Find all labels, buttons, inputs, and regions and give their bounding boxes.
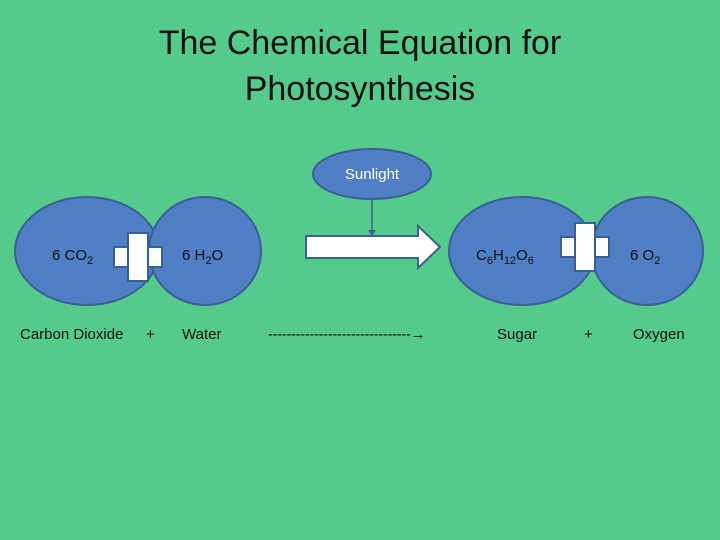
glucose-formula: C6H12O6: [476, 247, 534, 267]
sunlight-connector-arrowhead: [368, 230, 376, 236]
oxygen-name: Oxygen: [633, 326, 685, 343]
plus-icon-reactants: [113, 232, 163, 282]
sunlight-oval: Sunlight: [312, 148, 432, 200]
reaction-arrow-icon: [305, 223, 442, 271]
page-title: The Chemical Equation for Photosynthesis: [0, 20, 720, 112]
h2o-name: Water: [182, 326, 222, 343]
h2o-circle: [148, 196, 262, 306]
sugar-name: Sugar: [497, 326, 538, 343]
sunlight-label: Sunlight: [344, 165, 400, 183]
o2-formula: 6 O2: [630, 247, 661, 267]
h2o-formula: 6 H2O: [182, 247, 224, 267]
co2-formula: 6 CO2: [52, 247, 94, 267]
co2-name: Carbon Dioxide: [20, 326, 124, 343]
plus-reactants-label: +: [146, 326, 155, 343]
title-line-2: Photosynthesis: [244, 70, 476, 108]
plus-products-label: +: [584, 326, 593, 343]
plus-icon-products: [560, 222, 610, 272]
arrow-text: -------------------------------→: [268, 326, 426, 343]
title-line-1: The Chemical Equation for: [158, 24, 562, 62]
arrow-right-icon: →: [410, 326, 426, 343]
